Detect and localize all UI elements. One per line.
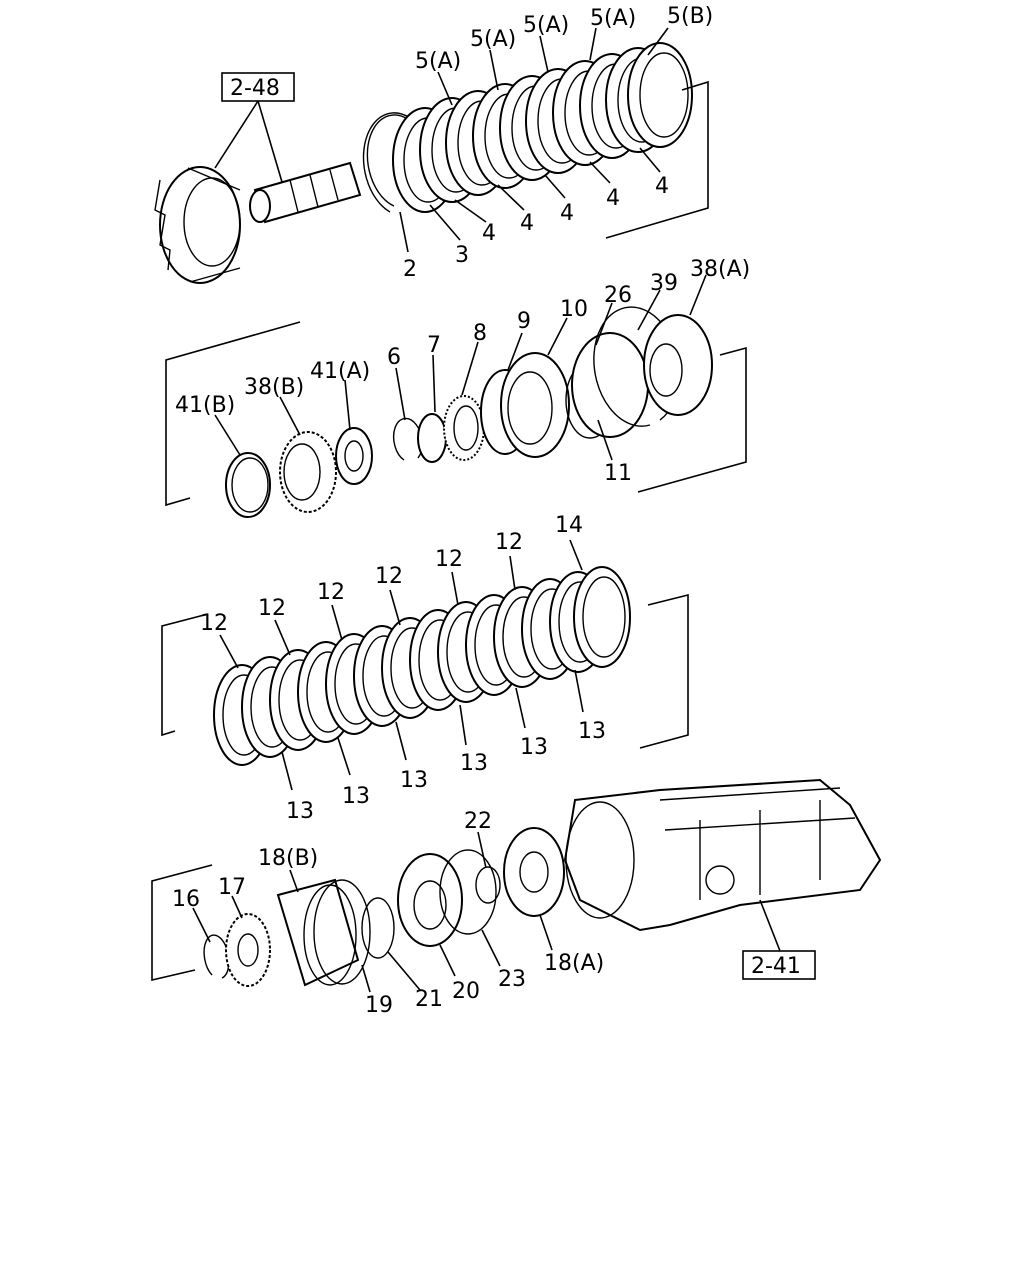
label-part-17: 17 (218, 875, 246, 900)
label-part-4: 4 (482, 221, 496, 246)
retainer-18a (503, 827, 565, 917)
label-part-3: 3 (455, 243, 469, 268)
label-part-12: 12 (375, 564, 403, 589)
ring-19 (313, 879, 371, 985)
seal-23 (439, 849, 497, 935)
label-part-21: 21 (415, 987, 443, 1012)
transmission-case (563, 778, 882, 932)
one-way-clutch-18b (276, 878, 360, 987)
plate-26 (571, 332, 649, 438)
label-part-8: 8 (473, 321, 487, 346)
label-part-13: 13 (520, 735, 548, 760)
label-part-5a: 5(A) (590, 6, 636, 31)
ring-gear-38a (643, 314, 713, 416)
washer-7 (417, 413, 447, 463)
label-part-39: 39 (650, 271, 678, 296)
label-part-26: 26 (604, 283, 632, 308)
label-part-7: 7 (427, 333, 441, 358)
label-part-41b: 41(B) (175, 393, 235, 418)
snap-ring-16 (203, 934, 230, 979)
label-part-12: 12 (200, 611, 228, 636)
label-part-12: 12 (495, 530, 523, 555)
label-part-23: 23 (498, 967, 526, 992)
clutch-stack-middle: 12 12 12 12 12 12 14 13 13 13 13 13 13 (161, 513, 689, 824)
snap-ring-41b (225, 452, 271, 518)
label-part-18b: 18(B) (258, 846, 318, 871)
seal-22 (475, 866, 501, 904)
label-part-12: 12 (435, 547, 463, 572)
label-part-4: 4 (560, 201, 574, 226)
label-part-13: 13 (400, 768, 428, 793)
label-part-10: 10 (560, 297, 588, 322)
label-part-4: 4 (520, 211, 534, 236)
label-part-12: 12 (258, 596, 286, 621)
label-part-5a: 5(A) (470, 27, 516, 52)
label-part-16: 16 (172, 887, 200, 912)
thrust-washer-41a (335, 427, 373, 485)
label-part-13: 13 (286, 799, 314, 824)
planetary-group: 41(B) 38(B) 41(A) 6 7 8 9 10 26 39 38(A)… (165, 257, 750, 518)
clutch-drum (154, 166, 241, 284)
clutch-group-top: 2-48 (154, 4, 713, 284)
label-part-6: 6 (387, 345, 401, 370)
label-part-22: 22 (464, 809, 492, 834)
label-part-13: 13 (578, 719, 606, 744)
planetary-gear-38b (279, 431, 337, 513)
label-part-38a: 38(A) (690, 257, 750, 282)
label-part-5a: 5(A) (415, 49, 461, 74)
label-part-5b: 5(B) (667, 4, 713, 29)
bottom-group: 2-41 16 17 18(B) 19 21 20 22 23 18(A) (151, 778, 882, 1018)
label-part-5a: 5(A) (523, 13, 569, 38)
clutch-stack-top (419, 42, 693, 203)
snap-ring-21 (361, 897, 395, 959)
label-part-12: 12 (317, 580, 345, 605)
label-part-13: 13 (460, 751, 488, 776)
reference-label-2-41[interactable]: 2-41 (751, 954, 801, 979)
sprag-17 (225, 913, 271, 987)
label-part-9: 9 (517, 309, 531, 334)
label-part-20: 20 (452, 979, 480, 1004)
label-part-18a: 18(A) (544, 951, 604, 976)
label-part-41a: 41(A) (310, 359, 370, 384)
reference-box-2-41[interactable] (742, 950, 816, 980)
label-part-4: 4 (606, 186, 620, 211)
piston-20 (397, 853, 463, 947)
label-part-11: 11 (604, 461, 632, 486)
label-part-4: 4 (655, 174, 669, 199)
input-shaft (249, 161, 362, 224)
label-part-19: 19 (365, 993, 393, 1018)
label-part-13: 13 (342, 784, 370, 809)
label-part-38b: 38(B) (244, 375, 304, 400)
label-part-2: 2 (403, 257, 417, 282)
hub-10 (500, 352, 570, 458)
reference-label-2-48[interactable]: 2-48 (230, 76, 280, 101)
label-part-14: 14 (555, 513, 583, 538)
